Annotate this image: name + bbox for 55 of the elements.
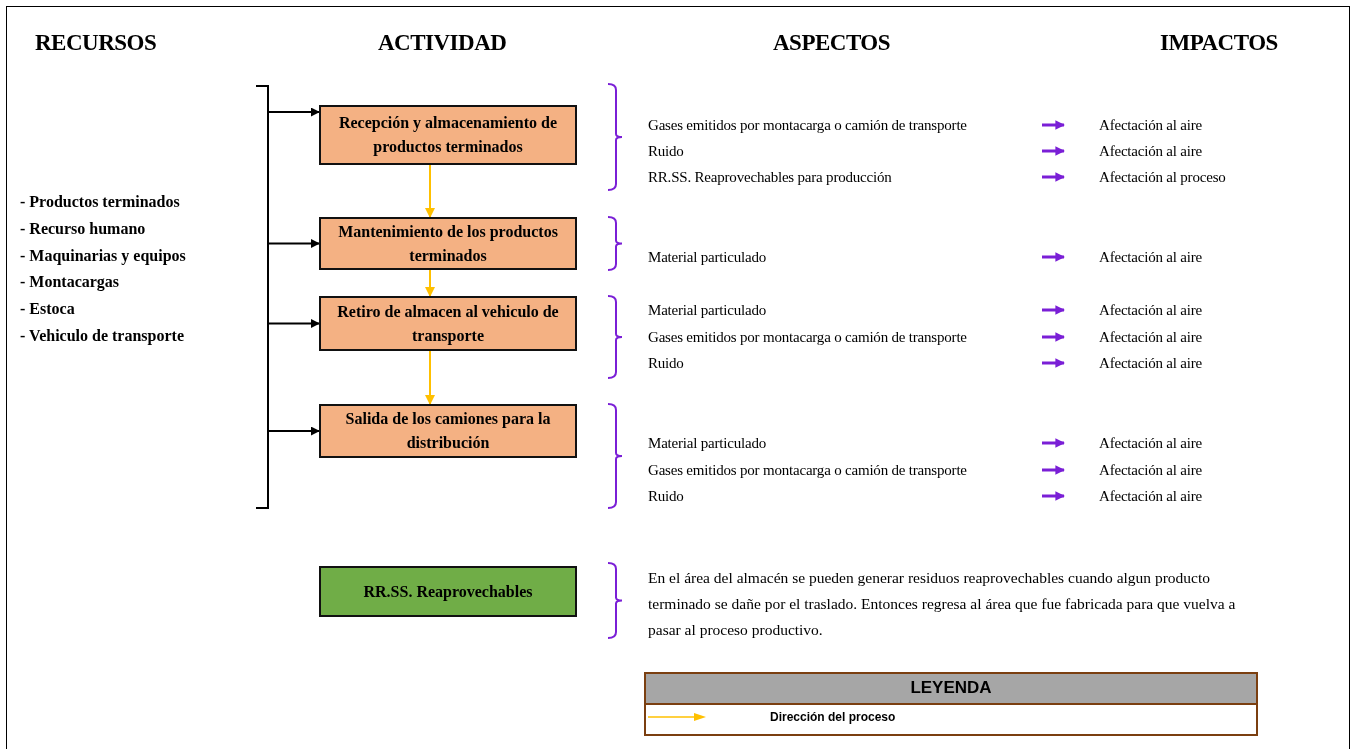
arrow [1042,465,1065,475]
arrow [1042,252,1065,262]
note-paragraph: En el área del almacén se pueden generar residuos reaprovechables cuando algun producto terminado se dañe por el traslado. Entonces regresa al área que fue fabricada para que vuelva a pasar al proceso productivo. [648,568,1237,640]
arrow [1042,438,1065,448]
aspect-text: Material particulado [648,247,1040,267]
legend-title: LEYENDA [910,678,992,698]
aspect-text: Gases emitidos por montacarga o camión de transporte [648,327,1040,347]
impact-text: Afectación al aire [1064,115,1264,135]
arrow [425,269,435,297]
process-box: Recepción y almacenamiento de productos terminados [319,105,577,165]
legend-text: Dirección del proceso [770,710,896,724]
impact-text: Afectación al aire [1064,141,1264,161]
aspect-text: Ruido [648,141,1040,161]
aspect-text: Ruido [648,353,1040,373]
arrow [267,239,320,248]
arrow [267,107,320,117]
aspect-text: RR.SS. Reaprovechables para producción [648,167,1040,187]
resource-item: - Productos terminados [20,193,180,211]
impact-text: Afectación al aire [1064,460,1264,480]
process-box: Retiro de almacen al vehiculo de transporte [319,296,577,351]
impact-text: Afectación al proceso [1064,167,1264,187]
aspect-text: Material particulado [648,300,1040,320]
arrow [1042,172,1065,182]
process-box: Mantenimiento de los productos terminados [319,217,577,270]
aspect-text: Material particulado [648,433,1040,453]
arrow [425,350,435,405]
aspect-text: Gases emitidos por montacarga o camión de transporte [648,115,1040,135]
arrow [267,319,320,328]
impact-text: Afectación al aire [1064,300,1264,320]
resource-item: - Maquinarias y equipos [20,247,186,265]
column-heading: ACTIVIDAD [378,30,507,56]
arrow [1042,358,1065,368]
resource-item: - Montacargas [20,273,120,291]
arrow [1042,305,1065,315]
residue-box: RR.SS. Reaprovechables [319,566,577,617]
arrow [1042,332,1065,342]
impact-text: Afectación al aire [1064,486,1264,506]
impact-text: Afectación al aire [1064,247,1264,267]
column-heading: IMPACTOS [1160,30,1278,56]
impact-text: Afectación al aire [1064,353,1264,373]
process-box: Salida de los camiones para la distribución [319,404,577,458]
arrow [1042,120,1065,130]
arrow [1042,491,1065,501]
aspect-text: Ruido [648,486,1040,506]
aspect-text: Gases emitidos por montacarga o camión de transporte [648,460,1040,480]
impact-text: Afectación al aire [1064,327,1264,347]
column-heading: RECURSOS [35,30,157,56]
arrow [1042,146,1065,156]
column-heading: ASPECTOS [773,30,890,56]
impact-text: Afectación al aire [1064,433,1264,453]
arrow [425,164,435,218]
resource-item: - Recurso humano [20,220,146,238]
resource-item: - Vehiculo de transporte [20,327,184,345]
resource-item: - Estoca [20,300,75,318]
arrow [267,426,320,436]
